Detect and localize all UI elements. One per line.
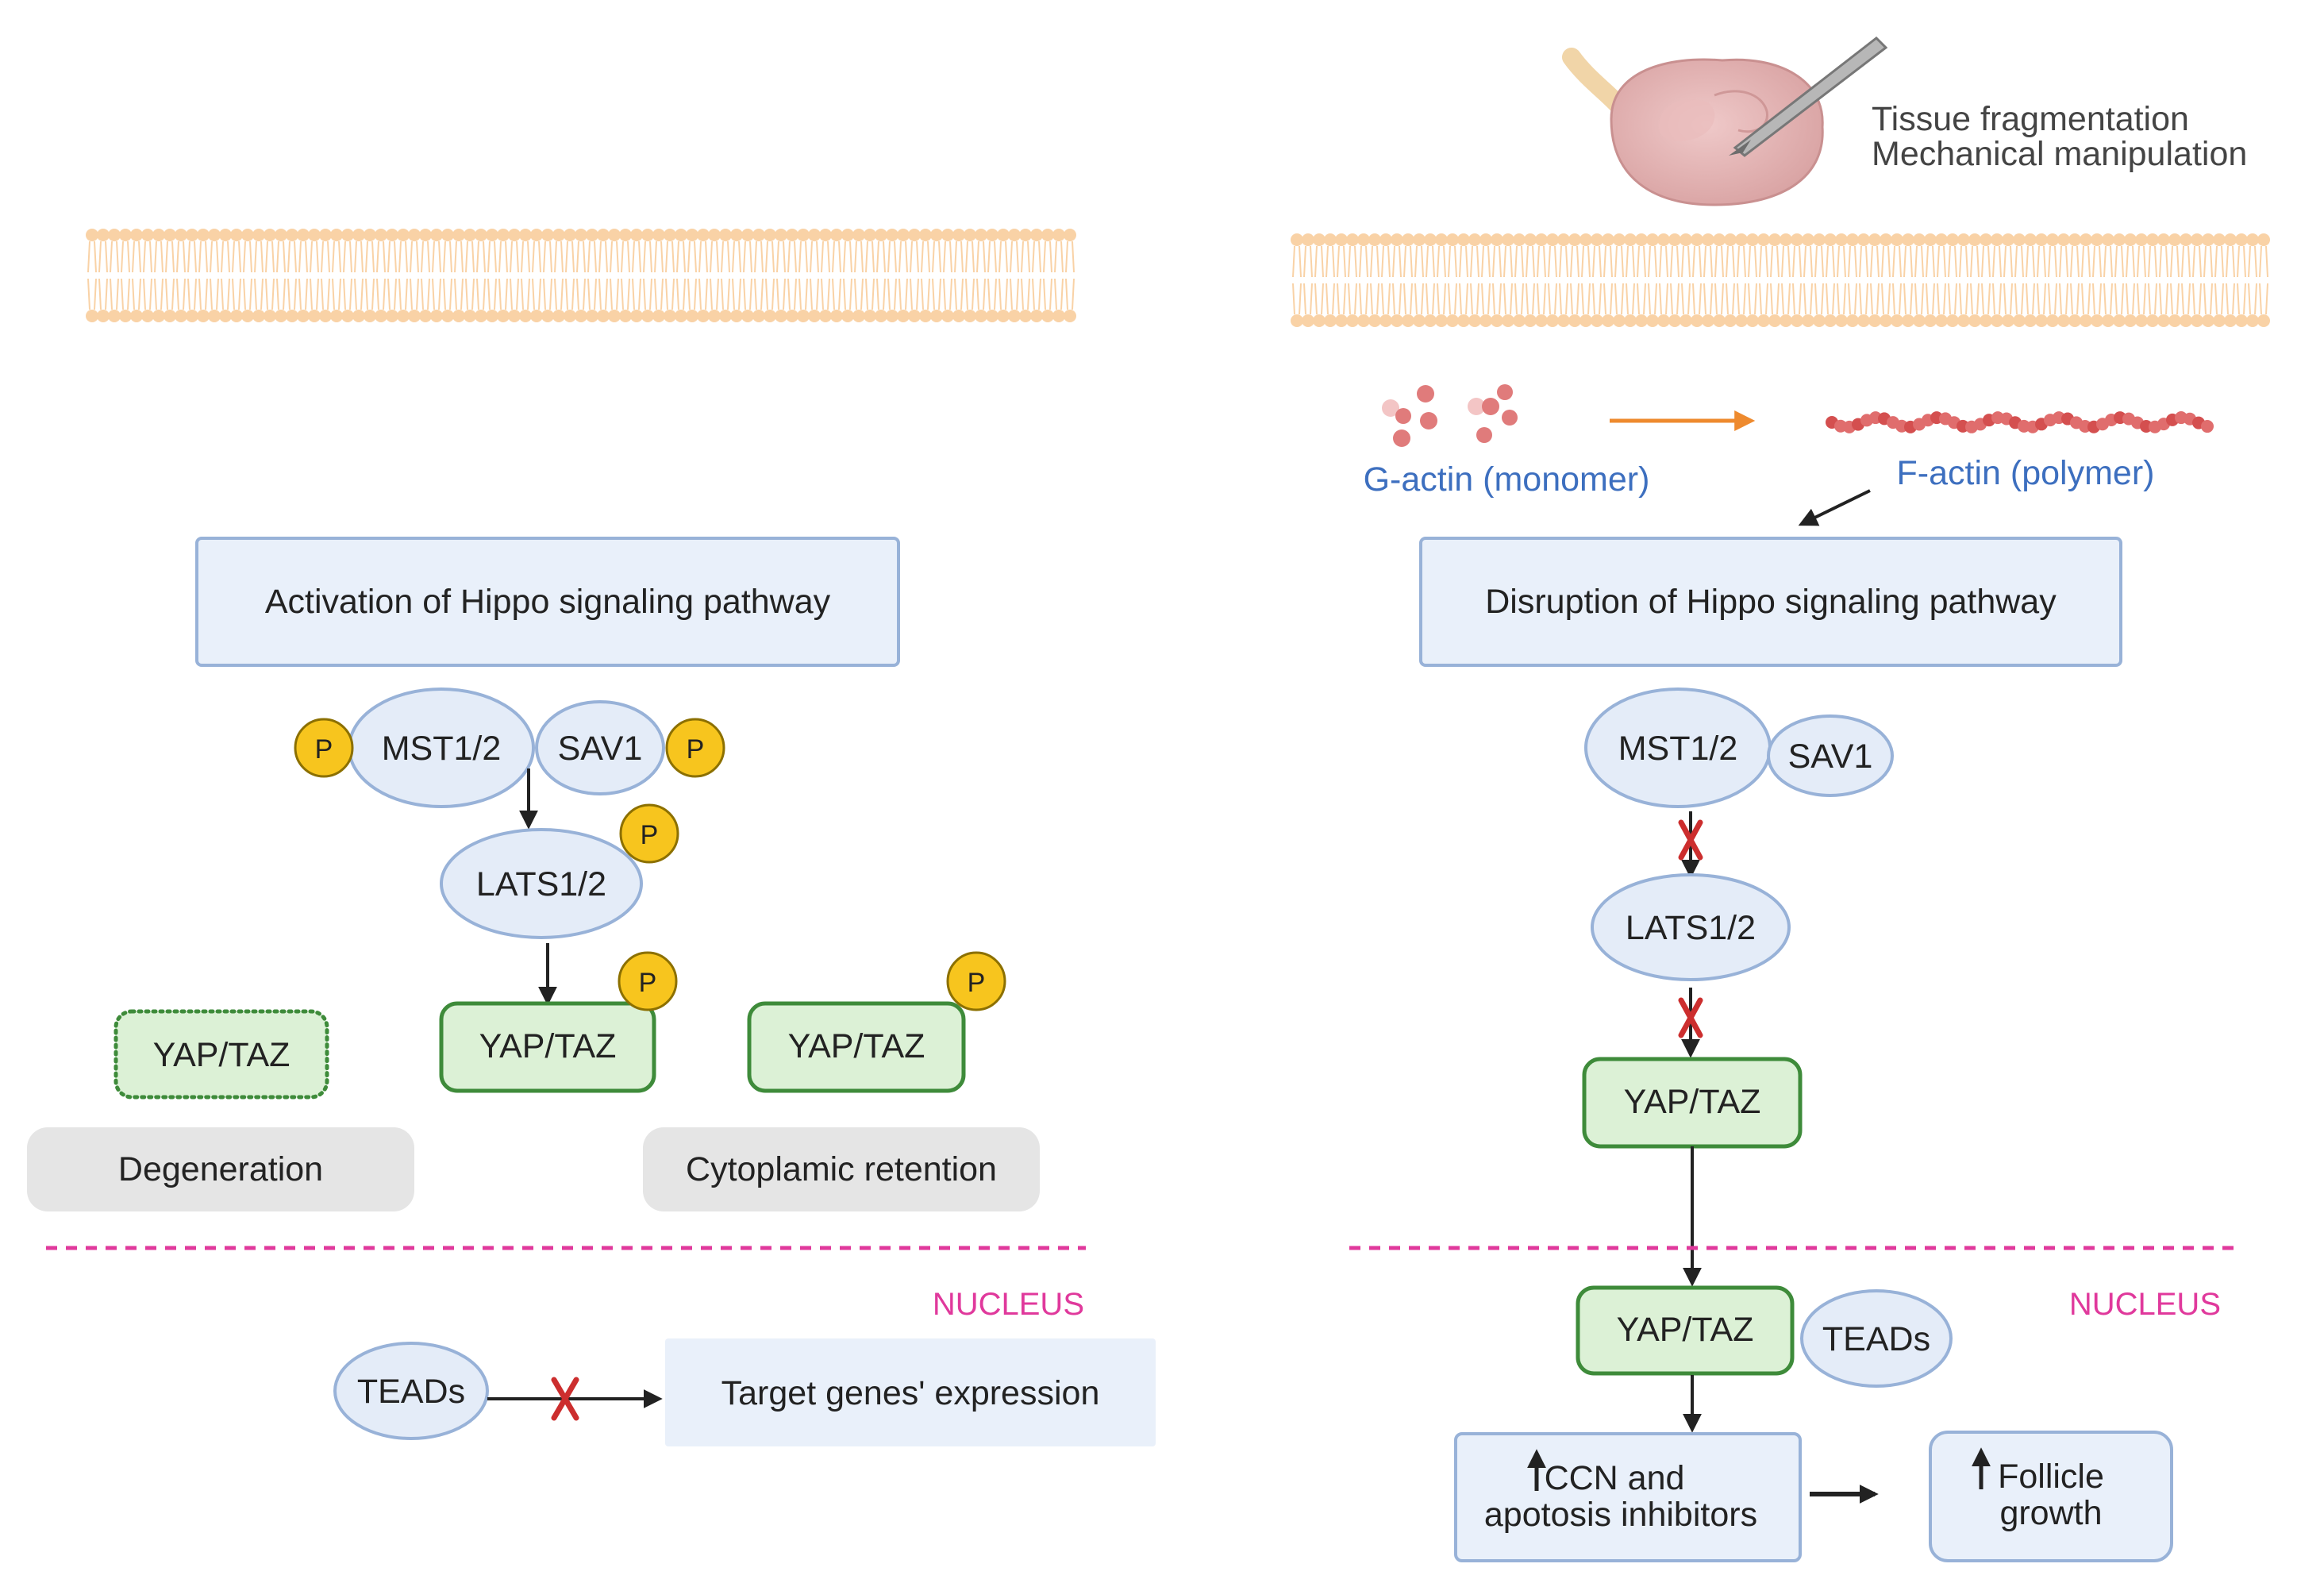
g-actin-monomers-icon xyxy=(1382,384,1518,447)
degeneration-box xyxy=(27,1127,414,1211)
blocked-x-mark-lats xyxy=(1678,997,1703,1038)
blocked-x-mark-teads xyxy=(551,1377,579,1421)
yap-taz-retained-label: YAP/TAZ xyxy=(788,1027,925,1065)
retention-box xyxy=(643,1127,1040,1211)
phospho-badge-yap-center: P xyxy=(618,951,678,1011)
f-actin-filament-icon xyxy=(1826,411,2214,433)
g-actin-label: G-actin (monomer) xyxy=(1364,460,1650,499)
sav-oval-right xyxy=(1767,714,1894,797)
follicle-line2: growth xyxy=(1999,1494,2102,1532)
sav-oval-left xyxy=(535,700,665,795)
teads-label-left: TEADs xyxy=(357,1373,465,1411)
lats-label-left: LATS1/2 xyxy=(476,865,606,903)
activation-title: Activation of Hippo signaling pathway xyxy=(265,583,831,621)
mechanical-manipulation-label: Mechanical manipulation xyxy=(1872,135,2247,173)
lats-oval-left xyxy=(440,828,643,939)
follicle-growth-box xyxy=(1929,1431,2173,1562)
svg-text:P: P xyxy=(687,734,705,765)
disruption-title-box xyxy=(1419,537,2122,667)
organ-scalpel-icon xyxy=(1562,37,1888,206)
blocked-x-mark-mst xyxy=(1678,819,1703,861)
arrow-factin-to-disruption xyxy=(1798,489,1871,526)
retention-label: Cytoplamic retention xyxy=(686,1150,997,1188)
phospho-badge-lats: P xyxy=(619,803,679,864)
degeneration-label: Degeneration xyxy=(118,1150,323,1188)
activation-title-box xyxy=(195,537,900,667)
lats-label-right: LATS1/2 xyxy=(1626,909,1756,947)
tissue-fragmentation-label: Tissue fragmentation xyxy=(1872,100,2189,138)
nucleus-label-left: NUCLEUS xyxy=(933,1287,1084,1322)
phospho-badge-mst: P xyxy=(294,718,354,778)
mst-label-right: MST1/2 xyxy=(1618,730,1738,768)
disruption-title: Disruption of Hippo signaling pathway xyxy=(1485,583,2057,621)
target-genes-label: Target genes' expression xyxy=(721,1374,1100,1412)
target-genes-box xyxy=(665,1338,1156,1446)
ccn-line2: apotosis inhibitors xyxy=(1484,1496,1757,1534)
phospho-badge-yap-retained: P xyxy=(946,951,1006,1011)
teads-oval-left xyxy=(333,1342,489,1440)
yap-taz-degenerating-box xyxy=(114,1009,329,1100)
follicle-line1: Follicle xyxy=(1998,1458,2104,1496)
svg-text:P: P xyxy=(315,734,333,765)
sav-label-right: SAV1 xyxy=(1788,738,1873,776)
ccn-line1: CCN and xyxy=(1545,1459,1685,1497)
f-actin-label: F-actin (polymer) xyxy=(1897,454,2155,492)
cell-membrane-right xyxy=(1291,233,2270,327)
cell-membrane-left xyxy=(86,229,1076,322)
svg-text:P: P xyxy=(641,820,659,850)
lats-oval-right xyxy=(1591,873,1791,981)
yap-taz-nuclear-label: YAP/TAZ xyxy=(1617,1311,1754,1349)
yap-taz-nuclear-box xyxy=(1576,1285,1795,1376)
phospho-badge-sav: P xyxy=(665,718,725,778)
teads-oval-right xyxy=(1800,1289,1953,1388)
yap-taz-phospho-label: YAP/TAZ xyxy=(479,1027,617,1065)
mst-label-left: MST1/2 xyxy=(382,730,502,768)
sav-label-left: SAV1 xyxy=(558,730,643,768)
svg-text:P: P xyxy=(968,968,986,998)
yap-taz-phospho-box xyxy=(439,1001,656,1093)
left-panel: Activation of Hippo signaling pathway MS… xyxy=(27,537,1156,1446)
svg-text:P: P xyxy=(639,968,657,998)
right-panel: Tissue fragmentation Mechanical manipula… xyxy=(1349,37,2247,1562)
teads-label-right: TEADs xyxy=(1822,1320,1930,1358)
yap-taz-degenerating-label: YAP/TAZ xyxy=(153,1036,290,1074)
yap-taz-retained-box xyxy=(747,1001,966,1093)
nucleus-label-right: NUCLEUS xyxy=(2069,1287,2221,1322)
yap-taz-cyto-label-right: YAP/TAZ xyxy=(1624,1083,1761,1121)
